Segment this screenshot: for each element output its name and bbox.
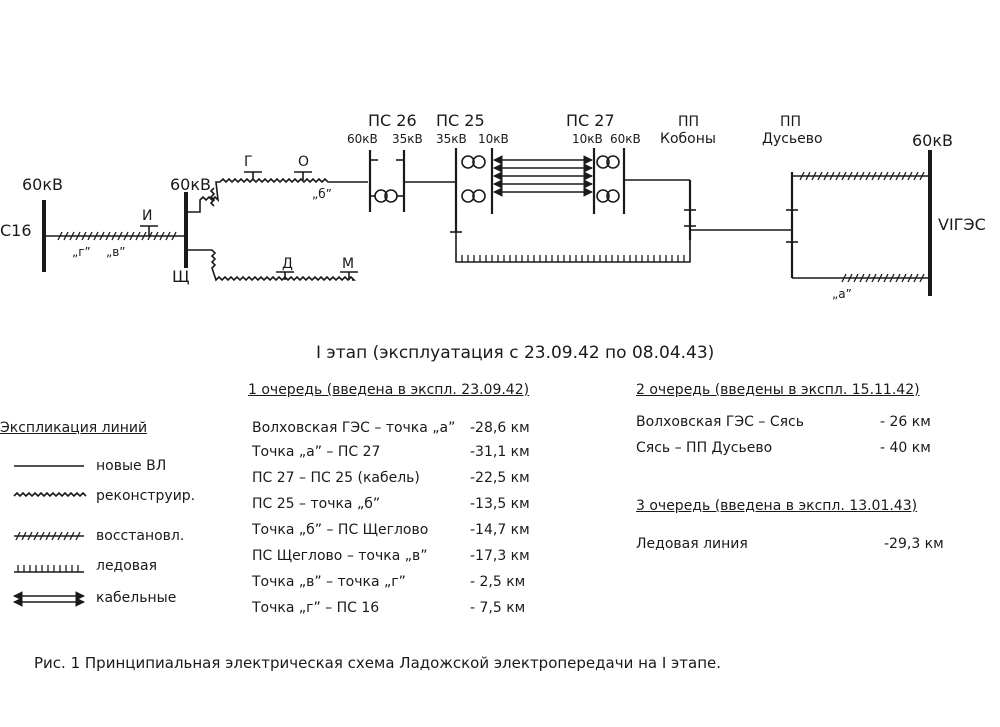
- ges-station-label: VIГЭС: [938, 215, 986, 234]
- ps27-tr1-coil-2: [606, 155, 620, 169]
- ps27-tr2-coil-2: [606, 189, 620, 203]
- point-o-label: О: [298, 154, 309, 170]
- queue3-row-name: Ледовая линия: [636, 536, 748, 552]
- ps25-v2: 10кВ: [478, 132, 509, 146]
- ps25-tr1-coil-1: [461, 155, 475, 169]
- queue2-title: 2 очередь (введены в экспл. 15.11.42): [636, 382, 920, 398]
- queue1-row-dist: -31,1 км: [470, 444, 530, 460]
- legend-symbols: [13, 465, 87, 607]
- queue1-row-name: Точка „в” – точка „г”: [252, 574, 406, 590]
- power-scheme-diagram: 60кВ С16 „г” „в” И 60кВ Щ Г О „б” Д М ПС…: [0, 111, 986, 301]
- ps25-v1: 35кВ: [436, 132, 467, 146]
- legend-item-ice: ледовая: [96, 558, 158, 574]
- queue1-row-dist: - 2,5 км: [470, 574, 526, 590]
- queue1-row-dist: -22,5 км: [470, 470, 530, 486]
- queue1-row-dist: -14,7 км: [470, 522, 530, 538]
- mark-b-upper: „б”: [312, 187, 332, 201]
- ps26-v2: 35кВ: [392, 132, 423, 146]
- ps27-v1: 10кВ: [572, 132, 603, 146]
- pp-dusevo-line1: ПП: [780, 114, 801, 130]
- legend-item-cable: кабельные: [96, 590, 177, 606]
- legend-item-reconstructed: реконструир.: [96, 488, 196, 504]
- legend-zigzag-line: [13, 491, 87, 498]
- point-g-label: Г: [244, 154, 253, 170]
- figure-caption: Рис. 1 Принципиальная электрическая схем…: [34, 654, 722, 672]
- queue1-title: 1 очередь (введена в экспл. 23.09.42): [248, 382, 530, 398]
- stage-title: I этап (эксплуатация с 23.09.42 по 08.04…: [316, 343, 715, 363]
- hatch-dusevo-ges-lower: [841, 273, 925, 283]
- queue1-row-name: ПС 25 – точка „б”: [252, 496, 381, 512]
- legend-hatched-ticks: [15, 531, 81, 541]
- hatch-s16-shch: [57, 231, 177, 241]
- s16-station-label: С16: [0, 221, 32, 240]
- zigzag-lower-branch: [186, 249, 356, 282]
- ps27-v2: 60кВ: [610, 132, 641, 146]
- shch-voltage-label: 60кВ: [170, 175, 211, 194]
- queue2-row-dist: - 26 км: [880, 414, 931, 430]
- queue1-row-dist: -13,5 км: [470, 496, 530, 512]
- ps25-name: ПС 25: [436, 111, 485, 130]
- ps26-v1: 60кВ: [347, 132, 378, 146]
- s16-voltage-label: 60кВ: [22, 175, 63, 194]
- ps27-tr2-coil-1: [596, 189, 610, 203]
- pp-kobony-line2: Кобоны: [660, 131, 716, 147]
- ps25-tr2-coil-2: [472, 189, 486, 203]
- ges-voltage-label: 60кВ: [912, 131, 953, 150]
- hatch-dusevo-ges-upper: [799, 171, 925, 181]
- ps26-name: ПС 26: [368, 111, 417, 130]
- legend-title: Экспликация линий: [0, 420, 148, 436]
- legend-item-new-lines: новые ВЛ: [96, 458, 167, 474]
- queue2-row-dist: - 40 км: [880, 440, 931, 456]
- pp-dusevo-line2: Дусьево: [762, 131, 823, 147]
- ps27-name: ПС 27: [566, 111, 615, 130]
- queue1-row-name: ПС 27 – ПС 25 (кабель): [252, 470, 420, 486]
- zigzag-upper-vertical: [209, 187, 216, 207]
- pp-kobony-line1: ПП: [678, 114, 699, 130]
- mark-g-left: „г”: [72, 245, 91, 259]
- queue3-title: 3 очередь (введена в экспл. 13.01.43): [636, 498, 918, 514]
- ice-line-ticks: [461, 255, 685, 262]
- mark-a-right: „а”: [832, 287, 852, 301]
- point-d-label: Д: [282, 256, 293, 272]
- point-u-label: И: [142, 208, 152, 224]
- queue1-row-name: Волховская ГЭС – точка „а”: [252, 420, 456, 436]
- queue1-row-dist: - 7,5 км: [470, 600, 526, 616]
- shch-bus-label: Щ: [172, 267, 190, 286]
- queue3-row-dist: -29,3 км: [884, 536, 944, 552]
- queue1-row-dist: -28,6 км: [470, 420, 530, 436]
- queue1-row-dist: -17,3 км: [470, 548, 530, 564]
- queue2-row-name: Волховская ГЭС – Сясь: [636, 414, 804, 430]
- point-m-label: М: [342, 256, 354, 272]
- ps25-tr1-coil-2: [472, 155, 486, 169]
- queue1-row-name: ПС Щеглово – точка „в”: [252, 548, 428, 564]
- queue1-row-name: Точка „г” – ПС 16: [252, 600, 380, 616]
- legend-ice-ticks: [17, 565, 79, 572]
- legend-item-restored: восстановл.: [96, 528, 185, 544]
- ps27-tr1-coil-1: [596, 155, 610, 169]
- ps25-tr2-coil-1: [461, 189, 475, 203]
- ice-line-ps25-kobony: [455, 232, 691, 263]
- zigzag-upper-branch: [186, 177, 368, 213]
- queue2-row-name: Сясь – ПП Дусьево: [636, 440, 773, 456]
- queue1-row-name: Точка „б” – ПС Щеглово: [252, 522, 429, 538]
- mark-v-left: „в”: [106, 245, 126, 259]
- queue1-row-name: Точка „а” – ПС 27: [252, 444, 381, 460]
